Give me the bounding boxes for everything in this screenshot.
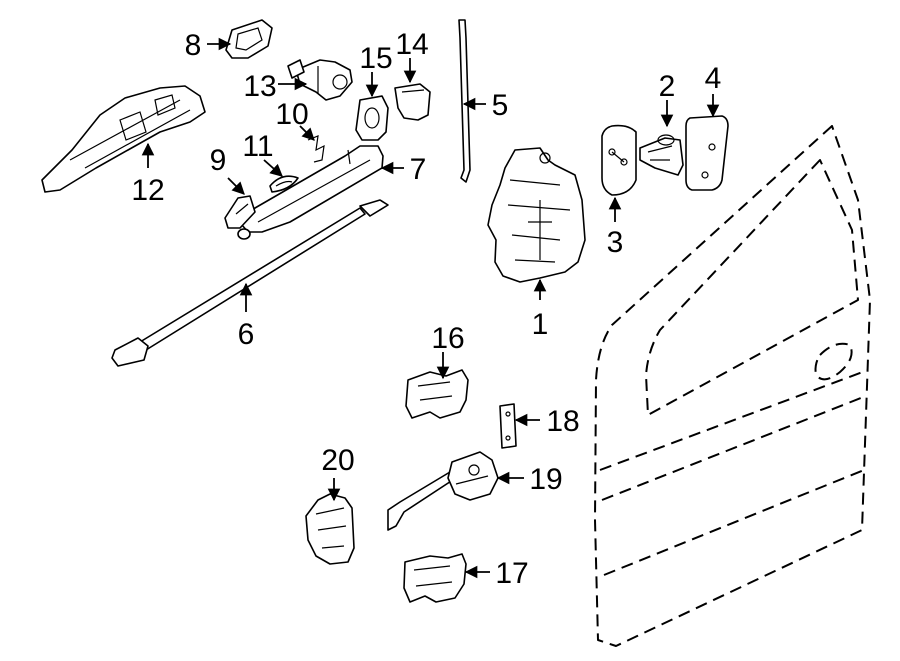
callout-16: 16 <box>431 322 464 355</box>
gasket-part <box>269 175 299 193</box>
striker-part <box>639 134 684 176</box>
callout-15: 15 <box>359 42 392 75</box>
hinge-upper-part <box>405 369 469 419</box>
callout-13: 13 <box>243 70 276 103</box>
lock-cylinder-part <box>287 59 353 101</box>
shim-part <box>499 403 517 449</box>
callout-17: 17 <box>495 557 528 590</box>
callout-8: 8 <box>185 29 202 62</box>
callout-12: 12 <box>131 174 164 207</box>
leader-9 <box>227 177 245 195</box>
callout-19: 19 <box>529 463 562 496</box>
handle-cap-part <box>224 195 256 229</box>
actuator-part <box>305 493 355 565</box>
leader-11 <box>263 159 283 177</box>
escutcheon-part <box>225 19 273 59</box>
callout-11: 11 <box>242 130 273 163</box>
cable-part <box>111 199 389 367</box>
callout-labels: 1 2 3 4 5 6 7 8 9 10 11 12 13 14 15 16 1… <box>131 28 721 590</box>
door-outline <box>594 125 871 647</box>
callout-20: 20 <box>321 444 354 477</box>
door-latch-part <box>487 147 586 283</box>
clip-part <box>307 135 325 163</box>
callout-1: 1 <box>532 308 549 341</box>
callout-3: 3 <box>607 226 624 259</box>
callout-2: 2 <box>659 70 676 103</box>
cap-part-14 <box>394 83 431 121</box>
striker-cover-part <box>601 124 637 196</box>
hinge-lower-part <box>403 553 467 603</box>
callout-6: 6 <box>238 318 255 351</box>
callout-5: 5 <box>492 89 509 122</box>
leader-lines <box>141 37 720 579</box>
callout-4: 4 <box>705 62 722 95</box>
callout-9: 9 <box>210 144 227 177</box>
striker-plate-part <box>685 115 729 191</box>
leader-10 <box>299 125 315 141</box>
door-check-part <box>387 451 499 531</box>
lock-rod-part <box>458 19 471 183</box>
callout-10: 10 <box>275 98 308 131</box>
callout-14: 14 <box>395 28 428 61</box>
callout-18: 18 <box>546 405 579 438</box>
handle-carrier-part <box>41 85 206 193</box>
callout-7: 7 <box>410 153 427 186</box>
cap-part-15 <box>355 95 389 141</box>
